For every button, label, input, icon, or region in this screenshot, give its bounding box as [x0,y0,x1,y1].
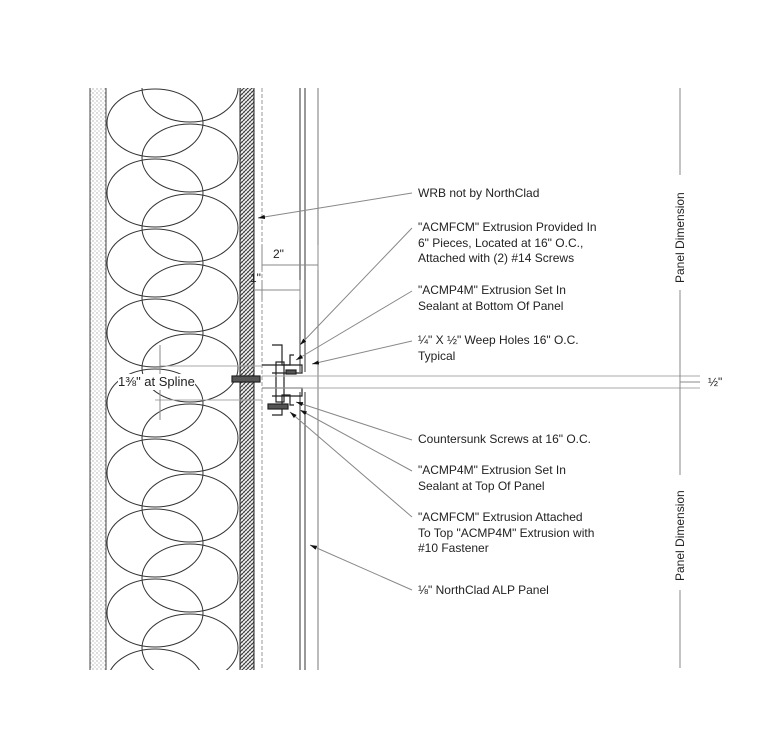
insulation-loop [106,368,204,438]
callout-line: "ACMFCM" Extrusion Provided In [418,220,597,234]
insulation-loop [141,193,239,263]
callout-line: 6" Pieces, Located at 16" O.C., [418,235,584,250]
insulation-loop [106,298,204,368]
callout-line: Sealant at Bottom Of Panel [418,298,564,313]
dim-two-inch: 2" [273,247,284,261]
callout-panel: ⅛" NorthClad ALP Panel [418,583,549,599]
insulation-loop [106,508,204,578]
callout-line: To Top "ACMP4M" Extrusion with [418,525,595,540]
insulation-loop [106,438,204,508]
callout-weep-holes: ¼" X ½" Weep Holes 16" O.C. Typical [418,333,579,364]
dim-panel-bottom: Panel Dimension [673,487,687,584]
callout-line: ⅛" NorthClad ALP Panel [418,583,549,597]
insulation-loop [106,578,204,648]
insulation-loop [141,123,239,193]
callout-acmp4m-top: "ACMP4M" Extrusion Set In Sealant at Top… [418,463,566,494]
joint-lines [155,365,700,401]
insulation-loop [141,263,239,333]
callout-line: Attached with (2) #14 Screws [418,251,575,265]
sheathing [89,88,107,670]
insulation-loop [141,333,239,403]
dim-panel-top: Panel Dimension [673,189,687,286]
insulation-loop [106,228,204,298]
batt-insulation [106,88,239,670]
alp-panel [299,88,319,670]
insulation-loop [141,403,239,473]
dim-half-inch: ½" [708,375,723,389]
callout-line: "ACMP4M" Extrusion Set In [418,283,566,297]
callout-countersunk: Countersunk Screws at 16" O.C. [418,432,591,448]
callout-line: Countersunk Screws at 16" O.C. [418,432,591,446]
callout-line: #10 Fastener [418,541,489,555]
callout-line: Sealant at Top Of Panel [418,478,545,493]
insulation-loop [141,543,239,613]
callout-acmp4m-bottom: "ACMP4M" Extrusion Set In Sealant at Bot… [418,283,566,314]
insulation-loop [106,158,204,228]
dim-one-inch: 1" [250,271,261,285]
callout-acmfcm-pieces: "ACMFCM" Extrusion Provided In 6" Pieces… [418,220,597,267]
leader-lines [257,192,413,591]
insulation-loop [141,88,239,123]
insulation-loop [106,88,204,158]
insulation-loop [141,473,239,543]
callout-line: "ACMFCM" Extrusion Attached [418,510,583,524]
dim-spline: 1⅜" at Spline [118,374,195,390]
callout-line: "ACMP4M" Extrusion Set In [418,463,566,477]
callout-line: Typical [418,348,456,363]
insulation-loop [141,613,239,670]
callout-wrb: WRB not by NorthClad [418,186,539,202]
insulation-loop [110,648,200,670]
callout-line: WRB not by NorthClad [418,186,540,200]
callout-line: ¼" X ½" Weep Holes 16" O.C. [418,333,579,347]
callout-acmfcm-attached: "ACMFCM" Extrusion Attached To Top "ACMP… [418,510,594,557]
dimension-lines [159,88,700,668]
